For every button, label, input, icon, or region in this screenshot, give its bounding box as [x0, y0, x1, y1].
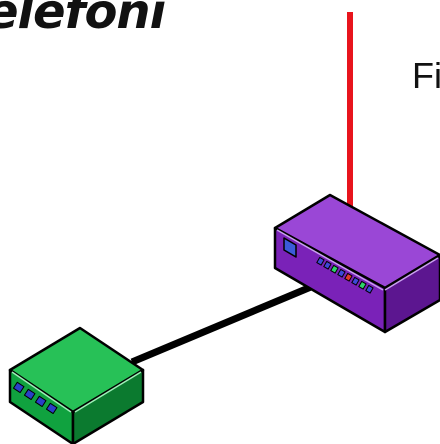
switch-front: [8, 368, 75, 444]
diagram-title: elefoni: [0, 0, 166, 40]
router-indicator: [283, 237, 297, 258]
router-icon: [273, 193, 440, 334]
router-leds: [316, 256, 374, 294]
router-side: [383, 253, 440, 334]
switch-ports: [12, 381, 58, 415]
link-line: [130, 280, 320, 366]
switch-icon: [8, 326, 145, 444]
switch-side: [71, 368, 145, 444]
uplink-label: Fi: [412, 55, 440, 96]
